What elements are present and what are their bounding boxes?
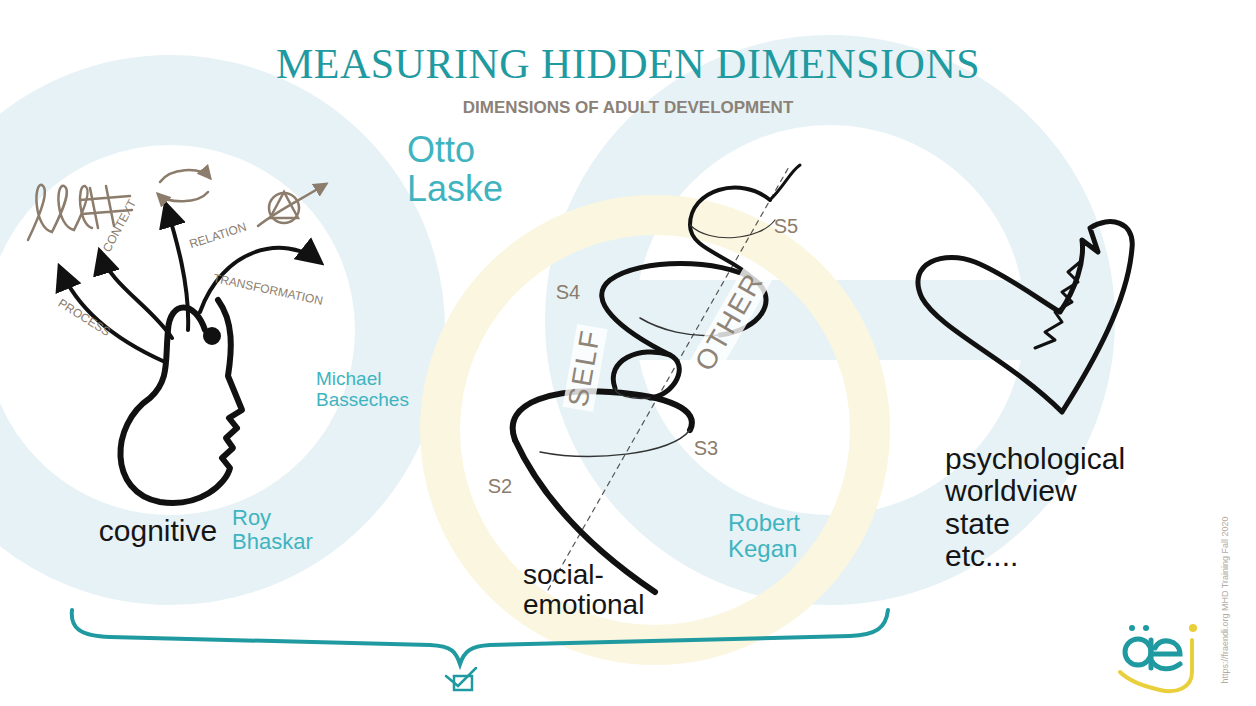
bottom-bracket [72, 610, 888, 664]
arrow-label: CONTEXT [101, 198, 140, 255]
head-profile [120, 300, 242, 503]
arrow-label: RELATION [188, 221, 248, 252]
stage-label: S2 [488, 475, 512, 497]
stage-label: S5 [774, 215, 798, 237]
checkbox-icon [446, 668, 476, 690]
theorist-name: Otto Laske [407, 131, 537, 209]
stage-label: S3 [694, 437, 718, 459]
heart-symbol [918, 222, 1132, 412]
dimension-name: cognitive [99, 514, 217, 547]
theorist-name: Michael Basseches [316, 369, 428, 410]
arrow-label: PROCESS [56, 297, 113, 339]
stage-label: S4 [556, 281, 580, 303]
watermark-text: https://fraendi.org MHD Training Fall 20… [1221, 516, 1231, 683]
arrow-label: TRANSFORMATION [212, 272, 324, 308]
background-glyphs [0, 80, 1070, 645]
theorist-name: Roy Bhaskar [232, 506, 332, 554]
cognition-icons [28, 170, 326, 240]
subtitle: DIMENSIONS OF ADULT DEVELOPMENT [463, 99, 794, 118]
dimension-name: social-emotional [523, 560, 673, 620]
page-title: MEASURING HIDDEN DIMENSIONS [276, 41, 980, 87]
dimension-name: psychological worldview state etc.... [945, 443, 1155, 573]
logo-mark [1120, 624, 1197, 691]
theorist-name: Robert Kegan [728, 510, 828, 562]
